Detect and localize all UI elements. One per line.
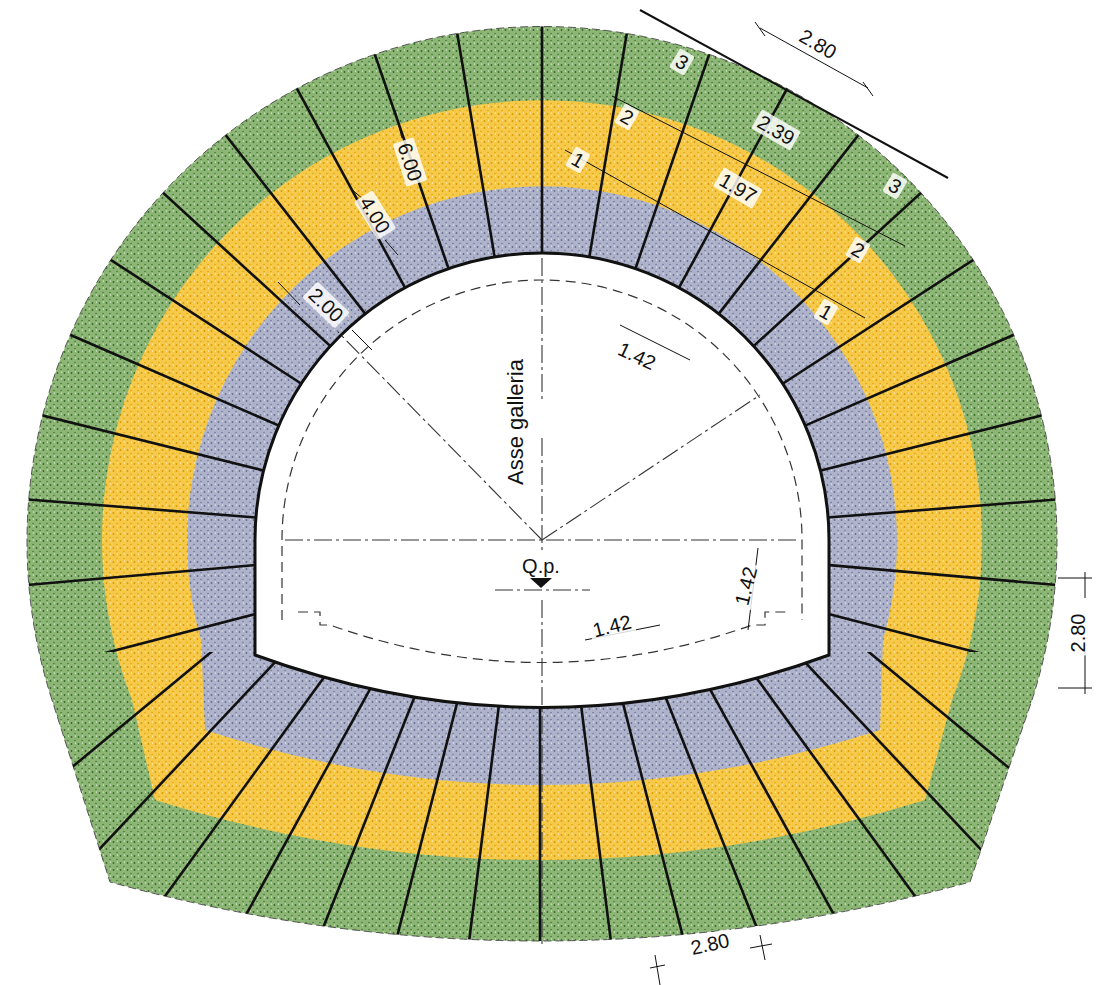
- dimension-label: 2.80: [1067, 611, 1089, 656]
- injection-line: [633, 0, 744, 275]
- injection-line: [129, 652, 423, 946]
- injection-line: [541, 0, 544, 260]
- injection-line: [813, 610, 1102, 652]
- injection-line: [61, 652, 403, 890]
- axis-lines: [285, 258, 800, 945]
- injection-line: [85, 121, 336, 351]
- injection-line: [748, 121, 999, 351]
- axis-label: Asse galleria: [504, 356, 528, 488]
- injection-line: [814, 390, 1102, 472]
- injection-line: [340, 0, 451, 275]
- injection-line: [0, 390, 270, 472]
- injection-line: [440, 0, 496, 264]
- injection-line: [22, 202, 307, 387]
- injection-line: [636, 652, 877, 985]
- excavation-profile: [298, 612, 790, 663]
- injection-line: [799, 293, 1102, 429]
- injection-line: [658, 652, 952, 946]
- level-label: Q.p.: [519, 555, 563, 577]
- injection-line: [777, 202, 1062, 387]
- injection-line: [0, 564, 263, 594]
- injection-line: [246, 0, 408, 294]
- injection-line: [821, 564, 1102, 594]
- level-marker: [530, 578, 552, 588]
- injection-line: [160, 51, 369, 319]
- injection-line: [0, 293, 285, 429]
- injection-line: [821, 491, 1102, 518]
- injection-line: [0, 610, 271, 652]
- dimension-label: 2.80: [793, 23, 843, 65]
- dimension-lines: [278, 10, 1092, 985]
- injection-line: [588, 0, 644, 264]
- injection-line: [0, 491, 263, 518]
